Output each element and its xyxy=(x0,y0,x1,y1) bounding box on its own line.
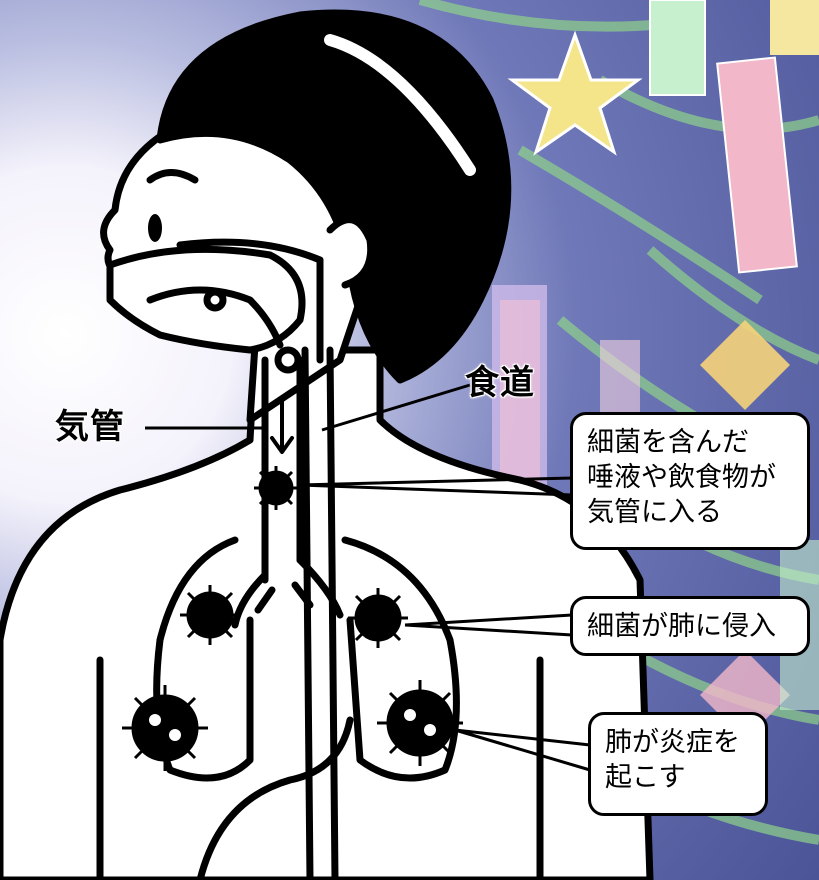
tanzaku-pink xyxy=(716,56,798,274)
tanzaku-yellow xyxy=(770,0,819,55)
epiglottis xyxy=(274,346,302,374)
eye xyxy=(148,214,162,242)
abdomen-line xyxy=(96,656,544,880)
nasal-passage xyxy=(176,238,324,364)
leader-callout-1 xyxy=(299,476,573,497)
tanzaku-green xyxy=(649,0,706,96)
uvula xyxy=(203,288,227,312)
bronchi xyxy=(231,556,344,629)
hair-highlight xyxy=(324,34,476,176)
leader-lines xyxy=(145,383,591,772)
star-decoration xyxy=(507,30,643,156)
right-lung xyxy=(341,536,460,782)
callout-lungs-inflamed: 肺が炎症を 起こす xyxy=(588,712,768,816)
leader-callout-2 xyxy=(404,613,573,637)
trachea-label: 気管 xyxy=(55,407,125,447)
leader-esophagus xyxy=(321,383,471,432)
bacterium-right-lung xyxy=(377,680,463,766)
callout-bacteria-enter-trachea: 細菌を含んだ 唾液や飲食物が 気管に入る xyxy=(570,412,810,550)
bacteria-group xyxy=(122,466,463,771)
leader-callout-3 xyxy=(454,728,591,772)
bacterium-right-bronchus xyxy=(348,588,408,648)
trachea-tube xyxy=(261,356,304,584)
tongue xyxy=(146,286,284,349)
esophagus-tube xyxy=(301,346,339,880)
eyebrow xyxy=(146,169,199,184)
airflow-arrow xyxy=(270,398,294,454)
bacterium-left-bronchus xyxy=(180,585,240,645)
esophagus-label: 食道 xyxy=(465,363,535,403)
callout-bacteria-invade-lungs: 細菌が肺に侵入 xyxy=(570,596,810,656)
ear xyxy=(326,216,375,289)
bacterium-left-lung xyxy=(122,685,208,771)
diamond-ornament xyxy=(700,320,790,410)
bacterium-trachea xyxy=(254,466,298,510)
